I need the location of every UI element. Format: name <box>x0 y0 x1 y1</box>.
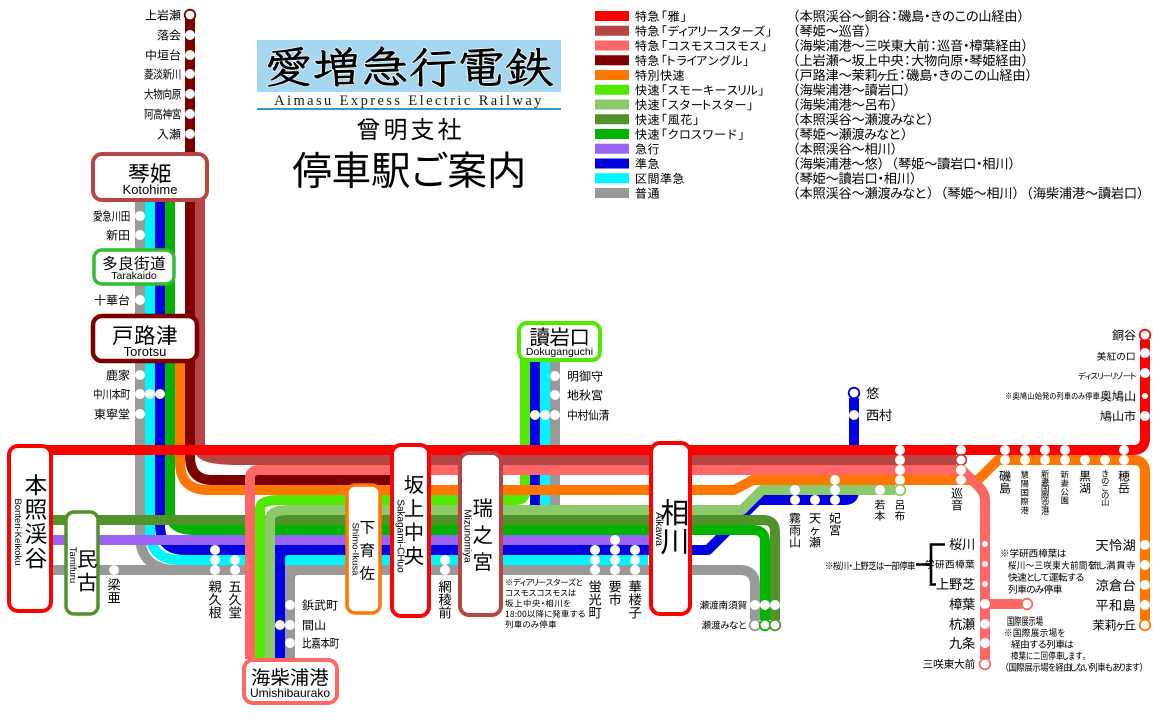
svg-text:Tamifuru: Tamifuru <box>67 547 78 583</box>
svg-text:Mizunomiya: Mizunomiya <box>462 509 473 563</box>
svg-text:Aimasu Express Electric Railwa: Aimasu Express Electric Railway <box>274 93 544 109</box>
svg-text:Shimo-Ikusa: Shimo-Ikusa <box>350 523 361 577</box>
svg-text:Torotsu: Torotsu <box>124 344 167 359</box>
svg-text:Tarakaido: Tarakaido <box>111 270 157 282</box>
svg-text:Dokuganguchi: Dokuganguchi <box>526 346 593 358</box>
svg-text:Aikawa: Aikawa <box>653 512 665 546</box>
svg-text:Umishibaurako: Umishibaurako <box>250 686 330 700</box>
svg-text:Kotohime: Kotohime <box>123 182 178 197</box>
svg-text:Sakagami-CHuo: Sakagami-CHuo <box>395 499 406 573</box>
svg-text:Bonteri-Keikoku: Bonteri-Keikoku <box>12 498 23 565</box>
